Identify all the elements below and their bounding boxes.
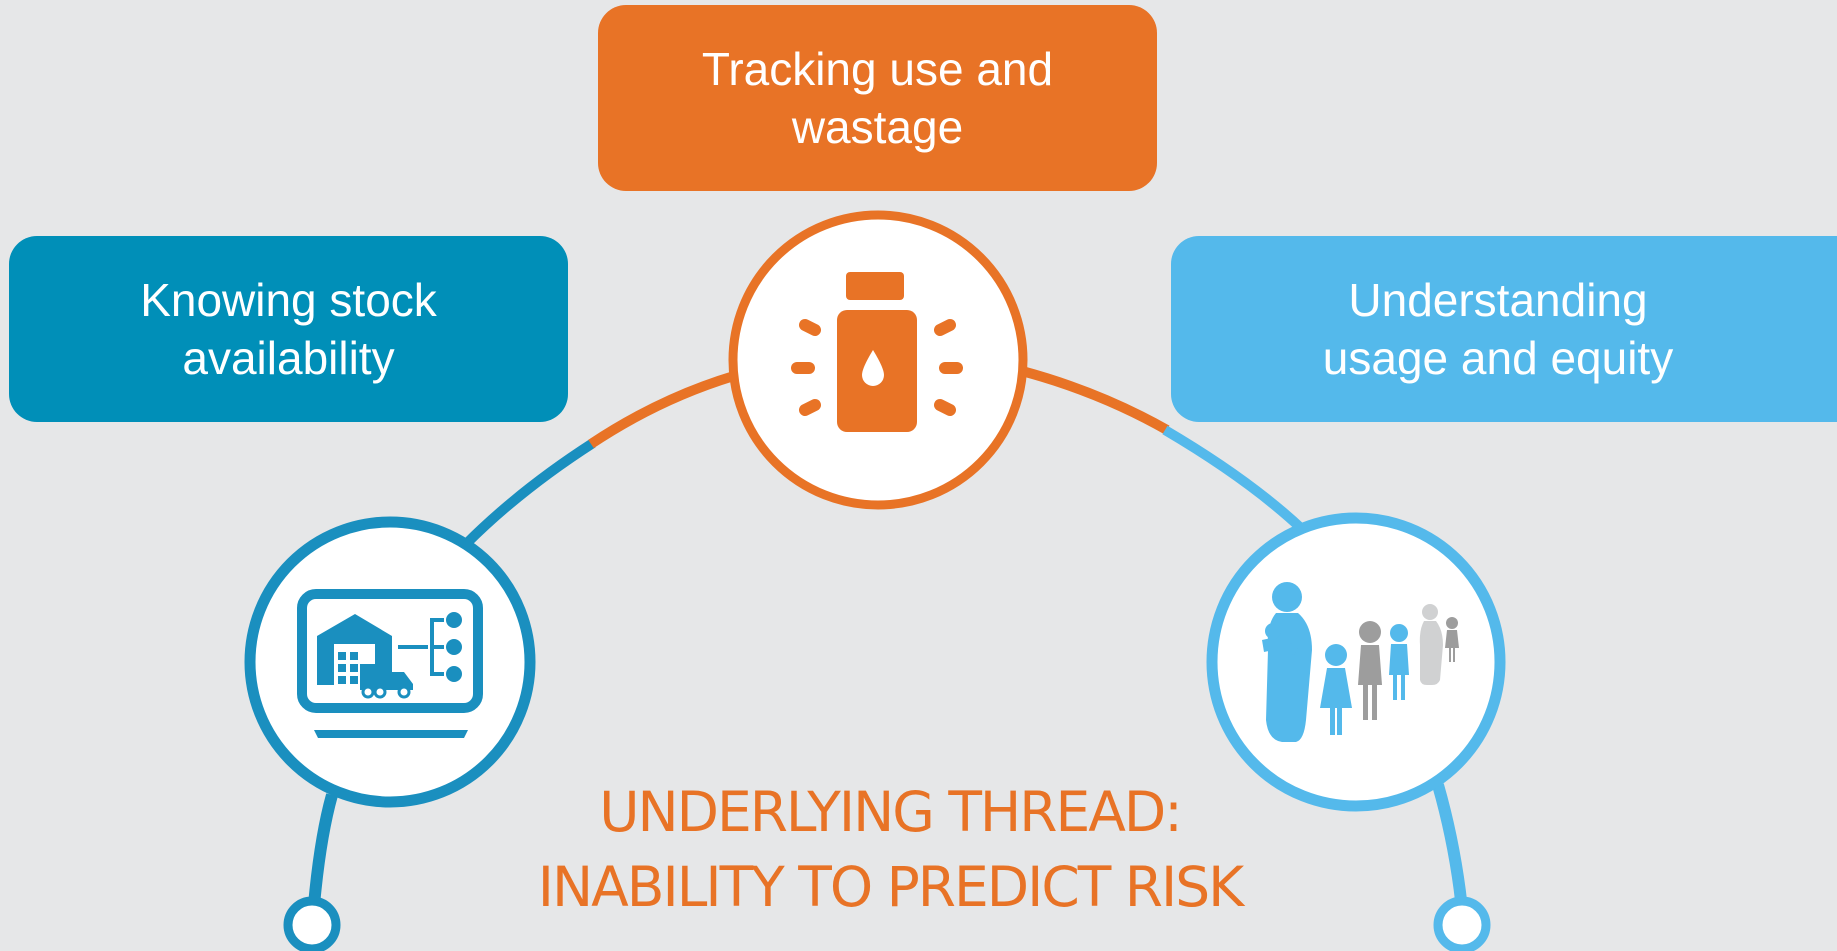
box-right-line2: usage and equity <box>1322 332 1674 384</box>
box-understanding-usage-and-equity: Understanding usage and equity <box>1171 236 1837 422</box>
box-left-line2: availability <box>182 332 395 384</box>
underlying-thread-heading: UNDERLYING THREAD: <box>599 780 1183 844</box>
arc-segment-left-upper <box>462 438 596 548</box>
family-people-icon <box>1206 512 1506 812</box>
arc-segment-center-right <box>1020 366 1170 435</box>
box-tracking-use-and-wastage: Tracking use and wastage <box>598 5 1157 191</box>
underlying-thread-statement: INABILITY TO PREDICT RISK <box>537 855 1244 919</box>
box-left-line1: Knowing stock <box>140 274 437 326</box>
connecting-arc <box>306 366 1470 931</box>
box-right-line1: Understanding <box>1348 274 1648 326</box>
box-knowing-stock-availability: Knowing stock availability <box>9 236 568 422</box>
arc-end-node-right <box>1433 896 1491 951</box>
arc-end-node-left <box>283 896 341 951</box>
box-center-line2: wastage <box>791 101 964 153</box>
box-center-line1: Tracking use and <box>701 43 1054 95</box>
vaccine-vial-icon <box>728 210 1028 510</box>
arc-segment-right-upper <box>1162 425 1307 534</box>
arc-segment-center-left <box>588 370 739 449</box>
warehouse-computer-icon <box>244 516 536 808</box>
